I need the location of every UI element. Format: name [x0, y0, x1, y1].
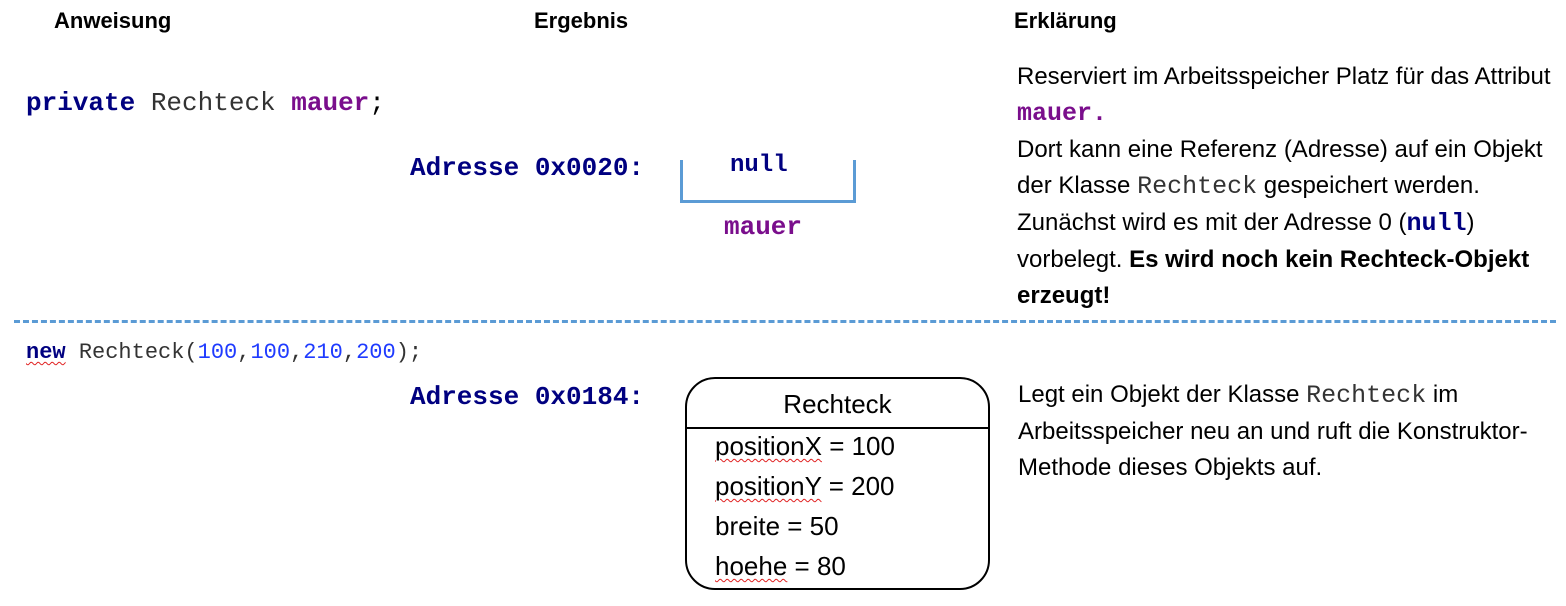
explanation-instantiation: Legt ein Objekt der Klasse Rechteck im A…	[1018, 377, 1548, 486]
attribute-value: = 200	[821, 471, 895, 501]
attribute-name: breite	[715, 511, 781, 541]
memory-cell-label: mauer	[724, 212, 803, 242]
type-rechteck: Rechteck	[150, 88, 276, 118]
explanation-text: Dort kann eine Referenz (Adresse) auf ei…	[1017, 136, 1543, 199]
comma: ,	[290, 340, 304, 365]
attribute-value: = 80	[787, 551, 846, 581]
explanation-text: gespeichert werden. Zunächst wird es mit…	[1017, 172, 1480, 236]
column-header-ergebnis: Ergebnis	[534, 8, 629, 33]
address-label-2: Adresse 0x0184:	[410, 382, 645, 412]
column-header-erklaerung: Erklärung	[1014, 8, 1117, 33]
explanation-null: null	[1406, 209, 1467, 238]
object-attribute: breite = 50	[715, 511, 839, 542]
keyword-new: new	[26, 340, 66, 365]
declaration-statement: private Rechteck mauer;	[26, 88, 385, 118]
semicolon: ;	[369, 88, 385, 118]
argument: 200	[356, 340, 396, 365]
attribute-name: positionX	[715, 431, 822, 461]
comma: ,	[342, 340, 357, 365]
section-divider	[14, 320, 1556, 323]
argument: 100	[197, 340, 238, 365]
attribute-name: positionY	[715, 471, 822, 501]
memory-cell-bracket	[680, 160, 856, 203]
argument: 100	[250, 340, 291, 365]
object-attribute: hoehe = 80	[715, 551, 846, 582]
argument: 210	[303, 340, 343, 365]
object-title-separator	[687, 427, 988, 429]
column-header-anweisung: Anweisung	[54, 8, 172, 33]
constructor-call: Rechteck(	[78, 340, 198, 365]
explanation-text: Legt ein Objekt der Klasse	[1018, 381, 1300, 408]
explanation-text: Reserviert im Arbeitsspeicher Platz für …	[1017, 63, 1551, 90]
memory-cell-value: null	[730, 152, 788, 179]
address-label-1: Adresse 0x0020:	[410, 153, 645, 183]
object-attribute: positionX = 100	[715, 431, 895, 462]
instantiation-statement: new Rechteck(100,100,210,200);	[26, 340, 422, 365]
attribute-value: = 100	[821, 431, 895, 461]
attribute-value: = 50	[780, 511, 839, 541]
keyword-private: private	[26, 88, 136, 118]
object-title: Rechteck	[783, 389, 892, 419]
explanation-text: im Arbeitsspeicher neu an und ruft die K…	[1018, 381, 1528, 481]
explanation-class: Rechteck	[1137, 172, 1258, 201]
comma: ,	[237, 340, 251, 365]
explanation-emphasis: Es wird noch kein Rechteck-Objekt erzeug…	[1017, 246, 1530, 309]
explanation-declaration: Reserviert im Arbeitsspeicher Platz für …	[1017, 59, 1552, 314]
object-box-rechteck: Rechteck positionX = 100 positionY = 200…	[685, 377, 990, 590]
call-end: );	[395, 340, 423, 365]
object-attribute: positionY = 200	[715, 471, 895, 502]
attribute-name: hoehe	[715, 551, 788, 581]
explanation-variable: mauer.	[1017, 99, 1108, 128]
explanation-text: ) vorbelegt.	[1017, 209, 1475, 273]
explanation-class: Rechteck	[1306, 381, 1427, 410]
variable-mauer: mauer	[291, 88, 370, 118]
